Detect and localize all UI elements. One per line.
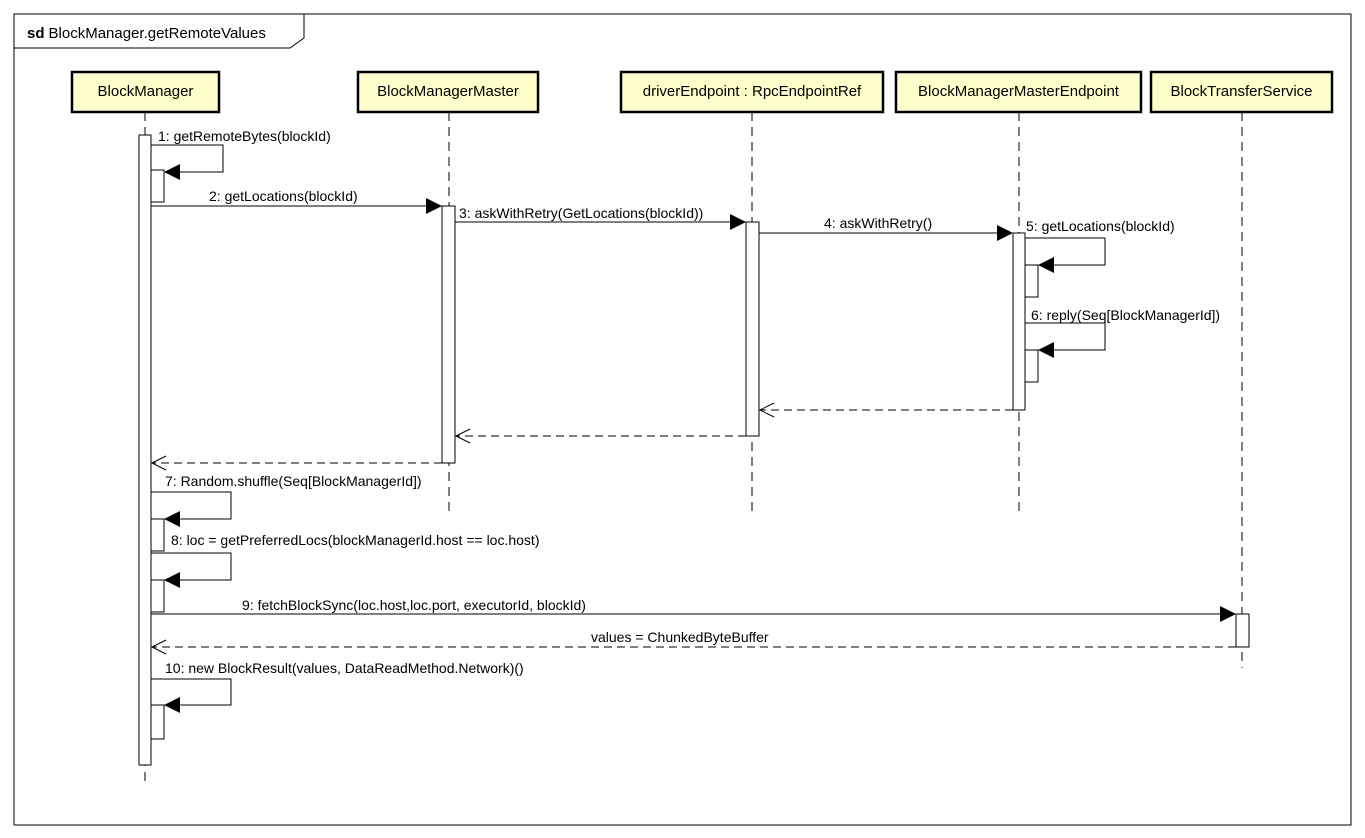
message-4-call: 4: askWithRetry() xyxy=(759,215,1013,241)
message-1-self: 1: getRemoteBytes(blockId) xyxy=(151,128,331,180)
message-label: values = ChunkedByteBuffer xyxy=(591,629,769,645)
participant-label: BlockManager xyxy=(98,83,194,100)
message-7-self: 7: Random.shuffle(Seq[BlockManagerId]) xyxy=(151,473,422,527)
participant-blockmanagermasterendpoint: BlockManagerMasterEndpoint xyxy=(894,70,1143,114)
participant-blocktransferservice: BlockTransferService xyxy=(1149,70,1334,114)
frame-title-tab xyxy=(14,13,305,49)
activation-blocktransferservice xyxy=(1235,613,1250,648)
activation-blockmanagermasterendpoint xyxy=(1012,232,1026,411)
message-label: 6: reply(Seq[BlockManagerId]) xyxy=(1031,307,1220,323)
message-6-self: 6: reply(Seq[BlockManagerId]) xyxy=(1025,307,1220,358)
activation-self-8 xyxy=(150,579,165,613)
message-10-self: 10: new BlockResult(values, DataReadMeth… xyxy=(151,660,524,713)
message-label: 7: Random.shuffle(Seq[BlockManagerId]) xyxy=(165,473,422,489)
activation-self-10 xyxy=(150,704,165,740)
participant-blockmanager: BlockManager xyxy=(70,70,221,114)
message-label: 1: getRemoteBytes(blockId) xyxy=(158,128,331,144)
participant-label: BlockTransferService xyxy=(1171,83,1313,100)
message-label: 5: getLocations(blockId) xyxy=(1026,218,1175,234)
message-5-self: 5: getLocations(blockId) xyxy=(1025,218,1175,273)
return-bts-to-bm: values = ChunkedByteBuffer xyxy=(150,629,1236,655)
message-3-call: 3: askWithRetry(GetLocations(blockId)) xyxy=(455,205,746,230)
activation-blockmanagermaster xyxy=(441,205,456,464)
message-label: 9: fetchBlockSync(loc.host,loc.port, exe… xyxy=(242,597,586,613)
message-label: 3: askWithRetry(GetLocations(blockId)) xyxy=(459,205,703,221)
frame-title-text: BlockManager.getRemoteValues xyxy=(49,25,266,42)
return-bmme-to-de xyxy=(758,402,1013,418)
message-label: 10: new BlockResult(values, DataReadMeth… xyxy=(165,660,524,676)
message-label: 4: askWithRetry() xyxy=(824,215,932,231)
participant-blockmanagermaster: BlockManagerMaster xyxy=(356,70,540,114)
activation-self-1 xyxy=(150,169,165,203)
activation-self-5 xyxy=(1024,264,1039,298)
message-label: 8: loc = getPreferredLocs(blockManagerId… xyxy=(171,532,539,548)
frame-keyword: sd xyxy=(27,25,45,42)
message-8-self: 8: loc = getPreferredLocs(blockManagerId… xyxy=(151,532,539,588)
participant-label: BlockManagerMasterEndpoint xyxy=(918,83,1120,100)
return-bmm-to-bm xyxy=(150,455,442,471)
participant-driverendpoint: driverEndpoint : RpcEndpointRef xyxy=(619,70,885,114)
participant-label: driverEndpoint : RpcEndpointRef xyxy=(643,83,862,100)
message-9-call: 9: fetchBlockSync(loc.host,loc.port, exe… xyxy=(151,597,1236,622)
activation-driverendpoint xyxy=(745,221,760,437)
message-2-call: 2: getLocations(blockId) xyxy=(151,188,442,214)
activation-blockmanager xyxy=(138,134,152,766)
message-label: 2: getLocations(blockId) xyxy=(209,188,358,204)
participant-label: BlockManagerMaster xyxy=(377,83,519,100)
diagram-frame xyxy=(13,13,1352,826)
activation-self-6 xyxy=(1024,349,1039,383)
activation-self-7 xyxy=(150,518,165,552)
return-de-to-bmm xyxy=(454,428,746,444)
